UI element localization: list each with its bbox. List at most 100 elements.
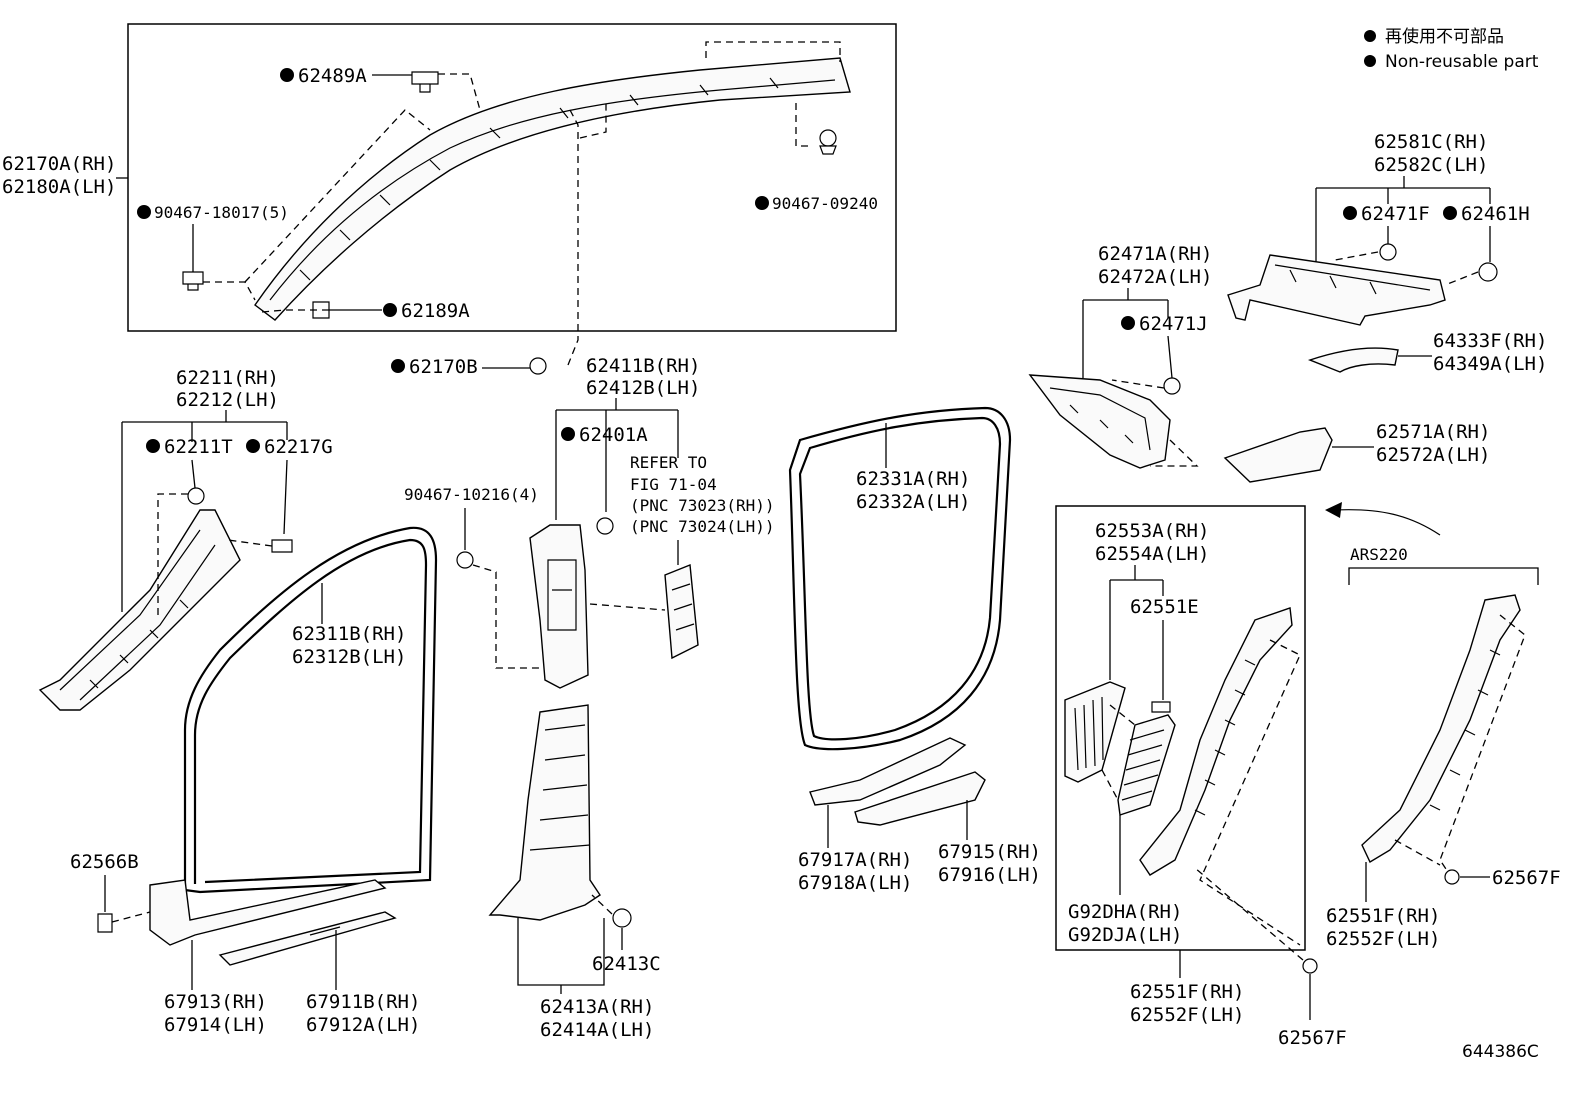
- front-door-scuff-cover: [218, 911, 397, 966]
- label-62471J: 62471J: [1139, 313, 1208, 335]
- label-62312B: 62312B(LH): [292, 646, 406, 668]
- label-refer-4: (PNC 73024(LH)): [630, 517, 775, 536]
- clip-62566B: [97, 913, 113, 933]
- label-62461H: 62461H: [1461, 203, 1530, 225]
- clip-62401A: [596, 517, 614, 535]
- arrow-icon: [1334, 509, 1441, 536]
- clip-62567F-bottom: [1302, 958, 1318, 974]
- rear-quarter-lower-trim-ars: [1361, 594, 1521, 863]
- label-62331A: 62331A(RH): [856, 468, 970, 490]
- label-62180A: 62180A(LH): [2, 176, 116, 198]
- label-64349A: 64349A(LH): [1433, 353, 1547, 375]
- label-67911B: 67911B(RH): [306, 991, 420, 1013]
- label-90467-18017: 90467-18017(5): [154, 203, 289, 222]
- label-67917A: 67917A(RH): [798, 849, 912, 871]
- front-door-weatherstrip: [183, 526, 438, 894]
- center-pillar-upper-group: 62411B(RH) 62412B(LH) 62401A REFER TO FI…: [404, 355, 775, 689]
- clip-62551E: [1151, 701, 1171, 713]
- quarter-trim-cover-64333F: [1307, 347, 1399, 373]
- label-62552F-ars: 62552F(LH): [1326, 928, 1440, 950]
- center-pillar-lower-group: 62413C 62413A(RH) 62414A(LH): [488, 704, 661, 1041]
- label-62554A: 62554A(LH): [1095, 543, 1209, 565]
- label-refer-2: FIG 71-04: [630, 475, 717, 494]
- clip-90467-18017: [182, 271, 204, 291]
- label-62401A: 62401A: [579, 424, 648, 446]
- label-62411B: 62411B(RH): [586, 355, 700, 377]
- label-62412B: 62412B(LH): [586, 377, 700, 399]
- legend-line-jp: 再使用不可部品: [1385, 26, 1504, 47]
- rear-scuff-group: 67917A(RH) 67918A(LH) 67915(RH) 67916(LH…: [798, 737, 1041, 894]
- label-62551F-ars: 62551F(RH): [1326, 905, 1440, 927]
- clip-62489A: [411, 71, 439, 93]
- center-pillar-upper-garnish: [529, 524, 589, 689]
- clip-62217G: [271, 539, 293, 553]
- clip-62461H: [1478, 262, 1498, 282]
- clip-62471J: [1163, 377, 1181, 395]
- rear-upper-garnish-group: 62581C(RH) 62582C(LH) 62471F 62461H: [1227, 131, 1530, 326]
- label-62566B: 62566B: [70, 851, 139, 873]
- clip-90467-10216: [456, 551, 474, 569]
- clip-62170B: [529, 357, 547, 375]
- label-62489A: 62489A: [298, 65, 367, 87]
- label-62551F-box: 62551F(RH): [1130, 981, 1244, 1003]
- rear-door-scuff-plate: [809, 737, 967, 806]
- label-90467-09240: 90467-09240: [772, 194, 878, 213]
- label-62551E: 62551E: [1130, 596, 1199, 618]
- label-62332A: 62332A(LH): [856, 491, 970, 513]
- label-G92DHA: G92DHA(RH): [1068, 901, 1182, 923]
- label-62553A: 62553A(RH): [1095, 520, 1209, 542]
- label-90467-10216: 90467-10216(4): [404, 485, 539, 504]
- label-67916: 67916(LH): [938, 864, 1041, 886]
- quarter-trim-pieces-group: 64333F(RH) 64349A(LH) 62571A(RH) 62572A(…: [1223, 330, 1547, 483]
- air-outlet-grille-G92DHA: [1117, 714, 1176, 816]
- legend-line-en: Non-reusable part: [1385, 52, 1539, 72]
- rear-upper-garnish: [1227, 254, 1446, 326]
- label-62217G: 62217G: [264, 436, 333, 458]
- label-62189A: 62189A: [401, 300, 470, 322]
- label-67918A: 67918A(LH): [798, 872, 912, 894]
- rear-door-weatherstrip: [788, 406, 1012, 751]
- label-62552F-box: 62552F(LH): [1130, 1004, 1244, 1026]
- label-67913: 67913(RH): [164, 991, 267, 1013]
- front-door-weatherstrip-group: 62311B(RH) 62312B(LH): [183, 526, 438, 894]
- rear-quarter-trim-group: 62553A(RH) 62554A(LH) 62551E G92DHA(RH) …: [1055, 505, 1347, 1049]
- clip-62189A: [312, 301, 330, 319]
- non-reusable-bullet-icon: [1364, 55, 1376, 67]
- roof-side-inner-garnish: [1028, 374, 1171, 469]
- label-62582C: 62582C(LH): [1374, 154, 1488, 176]
- label-62212: 62212(LH): [176, 389, 279, 411]
- rear-door-scuff-cover: [854, 771, 986, 826]
- front-pillar-garnish-group: 62211(RH) 62212(LH) 62211T 62217G: [38, 367, 333, 711]
- label-64333F: 64333F(RH): [1433, 330, 1547, 352]
- label-67914: 67914(LH): [164, 1014, 267, 1036]
- roof-side-inner-garnish-group: 62471A(RH) 62472A(LH) 62471J: [1028, 243, 1212, 469]
- label-62581C: 62581C(RH): [1374, 131, 1488, 153]
- label-62413C: 62413C: [592, 953, 661, 975]
- clip-62170B-group: 62170B: [391, 356, 547, 378]
- air-outlet-grille-62553A: [1064, 681, 1126, 783]
- non-reusable-bullet-icon: [1364, 30, 1376, 42]
- label-62311B: 62311B(RH): [292, 623, 406, 645]
- label-62211: 62211(RH): [176, 367, 279, 389]
- legend: 再使用不可部品 Non-reusable part: [1364, 26, 1539, 72]
- label-62414A: 62414A(LH): [540, 1019, 654, 1041]
- label-G92DJA: G92DJA(LH): [1068, 924, 1182, 946]
- label-ars220: ARS220: [1350, 545, 1408, 564]
- label-62572A: 62572A(LH): [1376, 444, 1490, 466]
- label-62413A: 62413A(RH): [540, 996, 654, 1018]
- clip-62413C: [612, 908, 632, 928]
- label-62170A: 62170A(RH): [2, 153, 116, 175]
- label-62471F: 62471F: [1361, 203, 1430, 225]
- label-67915: 67915(RH): [938, 841, 1041, 863]
- front-door-scuff-plate: [149, 879, 387, 946]
- front-pillar-garnish: [38, 509, 241, 711]
- center-pillar-lower-garnish: [488, 704, 601, 921]
- rear-door-weatherstrip-group: 62331A(RH) 62332A(LH): [788, 406, 1012, 751]
- label-62170B: 62170B: [409, 356, 478, 378]
- clip-62567F-right: [1444, 869, 1460, 885]
- roof-side-rail-group: 62489A 62170A(RH) 62180A(LH) 90467-18017…: [2, 23, 897, 366]
- roof-rail-garnish: [254, 57, 851, 321]
- seat-belt-anchor-cover: [664, 564, 699, 660]
- label-refer-3: (PNC 73023(RH)): [630, 496, 775, 515]
